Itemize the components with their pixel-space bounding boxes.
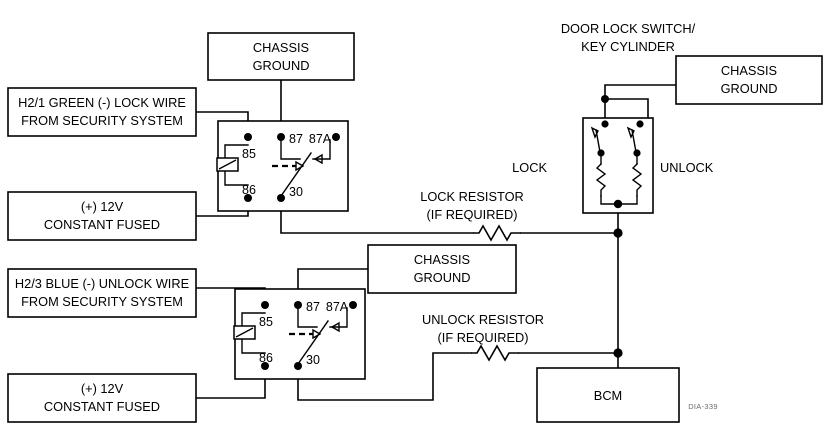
relay-bottom-terminal-30 bbox=[294, 362, 302, 370]
switch-lock-to-common bbox=[600, 195, 619, 205]
relay-bottom-coil-symbol bbox=[233, 325, 256, 340]
lock-wire-input-line2: FROM SECURITY SYSTEM bbox=[21, 113, 183, 128]
relay-top-terminal-85 bbox=[244, 133, 252, 141]
relay-bottom-terminal-87 bbox=[294, 301, 302, 309]
relay-bottom-contact-blade bbox=[297, 320, 329, 365]
relay-top-terminal-30 bbox=[277, 194, 285, 202]
unlock-wire-input-box: H2/3 BLUE (-) UNLOCK WIRE FROM SECURITY … bbox=[7, 268, 197, 318]
unlock-trunk-junction bbox=[613, 348, 623, 358]
chassis-ground-middle-box: CHASSIS GROUND bbox=[367, 244, 517, 294]
lock-resistor-line2: (IF REQUIRED) bbox=[427, 207, 518, 222]
lock-resistor-label: LOCK RESISTOR (IF REQUIRED) bbox=[420, 189, 524, 222]
switch-unlock-arrowhead bbox=[626, 126, 635, 139]
power-bottom-line2: CONSTANT FUSED bbox=[44, 399, 160, 414]
chassis-ground-top-right-box: CHASSIS GROUND bbox=[675, 55, 823, 105]
relay-top-arrow-right bbox=[295, 160, 305, 172]
relay-bottom-pin-87-label: 87 bbox=[306, 300, 320, 314]
switch-unlock-upper-terminal bbox=[636, 120, 644, 128]
relay-top-contact-blade bbox=[280, 152, 312, 197]
door-lock-switch-title: DOOR LOCK SWITCH/ KEY CYLINDER bbox=[561, 21, 696, 54]
wire-switch-top-bridge bbox=[604, 98, 649, 119]
switch-lock-upper-terminal bbox=[601, 120, 609, 128]
power-top-line1: (+) 12V bbox=[81, 199, 124, 214]
unlock-resistor-line2: (IF REQUIRED) bbox=[438, 330, 529, 345]
relay-top-pin-87a-label: 87A bbox=[309, 132, 332, 146]
relay-bottom-terminal-86 bbox=[261, 362, 269, 370]
chassis-ground-middle-line1: CHASSIS bbox=[414, 252, 470, 267]
relay-bottom-87-lead bbox=[297, 307, 318, 328]
unlock-resistor-label: UNLOCK RESISTOR (IF REQUIRED) bbox=[422, 312, 544, 345]
bcm-label: BCM bbox=[594, 388, 622, 403]
lock-trunk-junction bbox=[613, 228, 623, 238]
relay-bottom-terminal-85 bbox=[261, 301, 269, 309]
relay-bottom-terminal-87a bbox=[349, 301, 357, 309]
diagram-watermark: DIA-339 bbox=[688, 402, 718, 411]
lock-resistor-symbol bbox=[473, 224, 521, 242]
relay-top-87a-lead bbox=[312, 139, 331, 160]
door-lock-switch-title-line1: DOOR LOCK SWITCH/ bbox=[561, 21, 696, 36]
relay-top-terminal-87a bbox=[332, 133, 340, 141]
chassis-ground-top-left-line2: GROUND bbox=[253, 58, 310, 73]
lock-resistor-zigzag bbox=[473, 224, 521, 242]
lock-resistor-line1: LOCK RESISTOR bbox=[420, 189, 524, 204]
relay-top-terminal-86 bbox=[244, 194, 252, 202]
power-constant-fused-top-box: (+) 12V CONSTANT FUSED bbox=[7, 191, 197, 241]
relay-bottom-pin-87a-label: 87A bbox=[326, 300, 349, 314]
switch-unlock-label: UNLOCK bbox=[660, 160, 714, 175]
wire-ground-right-to-switch bbox=[604, 84, 677, 100]
chassis-ground-top-left-box: CHASSIS GROUND bbox=[207, 32, 355, 81]
chassis-ground-top-left-line1: CHASSIS bbox=[253, 40, 309, 55]
relay-bottom: 85 86 87 87A 30 bbox=[233, 288, 366, 380]
relay-top-pin-30-label: 30 bbox=[289, 185, 303, 199]
unlock-resistor-symbol bbox=[471, 344, 519, 362]
unlock-resistor-line1: UNLOCK RESISTOR bbox=[422, 312, 544, 327]
relay-top-pin-86-label: 86 bbox=[242, 183, 256, 197]
bcm-box: BCM bbox=[536, 367, 680, 423]
unlock-wire-input-line2: FROM SECURITY SYSTEM bbox=[21, 294, 183, 309]
relay-bottom-pin-86-label: 86 bbox=[259, 351, 273, 365]
relay-top-87-lead bbox=[280, 139, 301, 160]
switch-lock-arrowhead bbox=[590, 126, 599, 139]
chassis-ground-top-right-line1: CHASSIS bbox=[721, 63, 777, 78]
switch-unlock-to-common bbox=[617, 195, 638, 205]
power-bottom-line1: (+) 12V bbox=[81, 381, 124, 396]
relay-top-pin-85-label: 85 bbox=[242, 147, 256, 161]
relay-top-pin-87-label: 87 bbox=[289, 132, 303, 146]
relay-bottom-pin-30-label: 30 bbox=[306, 353, 320, 367]
door-lock-switch-title-line2: KEY CYLINDER bbox=[581, 39, 675, 54]
switch-unlock-resistor bbox=[631, 163, 643, 197]
switch-lock-resistor bbox=[595, 163, 607, 197]
unlock-resistor-zigzag bbox=[471, 344, 519, 362]
relay-bottom-arrow-right bbox=[312, 328, 322, 340]
switch-lock-label: LOCK bbox=[512, 160, 547, 175]
relay-top: 85 86 87 87A 30 bbox=[216, 120, 349, 212]
switch-top-junction bbox=[601, 95, 609, 103]
switch-common-junction bbox=[613, 199, 623, 209]
lock-wire-input-box: H2/1 GREEN (-) LOCK WIRE FROM SECURITY S… bbox=[7, 87, 197, 137]
door-lock-switch: LOCK UNLOCK bbox=[512, 117, 714, 214]
unlock-wire-input-line1: H2/3 BLUE (-) UNLOCK WIRE bbox=[15, 276, 189, 291]
power-top-line2: CONSTANT FUSED bbox=[44, 217, 160, 232]
relay-top-terminal-87 bbox=[277, 133, 285, 141]
relay-top-arrow-left bbox=[313, 153, 323, 165]
relay-bottom-arrow-left bbox=[330, 321, 340, 333]
chassis-ground-top-right-line2: GROUND bbox=[721, 81, 778, 96]
power-constant-fused-bottom-box: (+) 12V CONSTANT FUSED bbox=[7, 373, 197, 423]
relay-bottom-87a-lead bbox=[329, 307, 348, 328]
relay-top-coil-symbol bbox=[216, 157, 239, 172]
relay-bottom-pin-85-label: 85 bbox=[259, 315, 273, 329]
chassis-ground-middle-line2: GROUND bbox=[414, 270, 471, 285]
lock-wire-input-line1: H2/1 GREEN (-) LOCK WIRE bbox=[18, 95, 186, 110]
